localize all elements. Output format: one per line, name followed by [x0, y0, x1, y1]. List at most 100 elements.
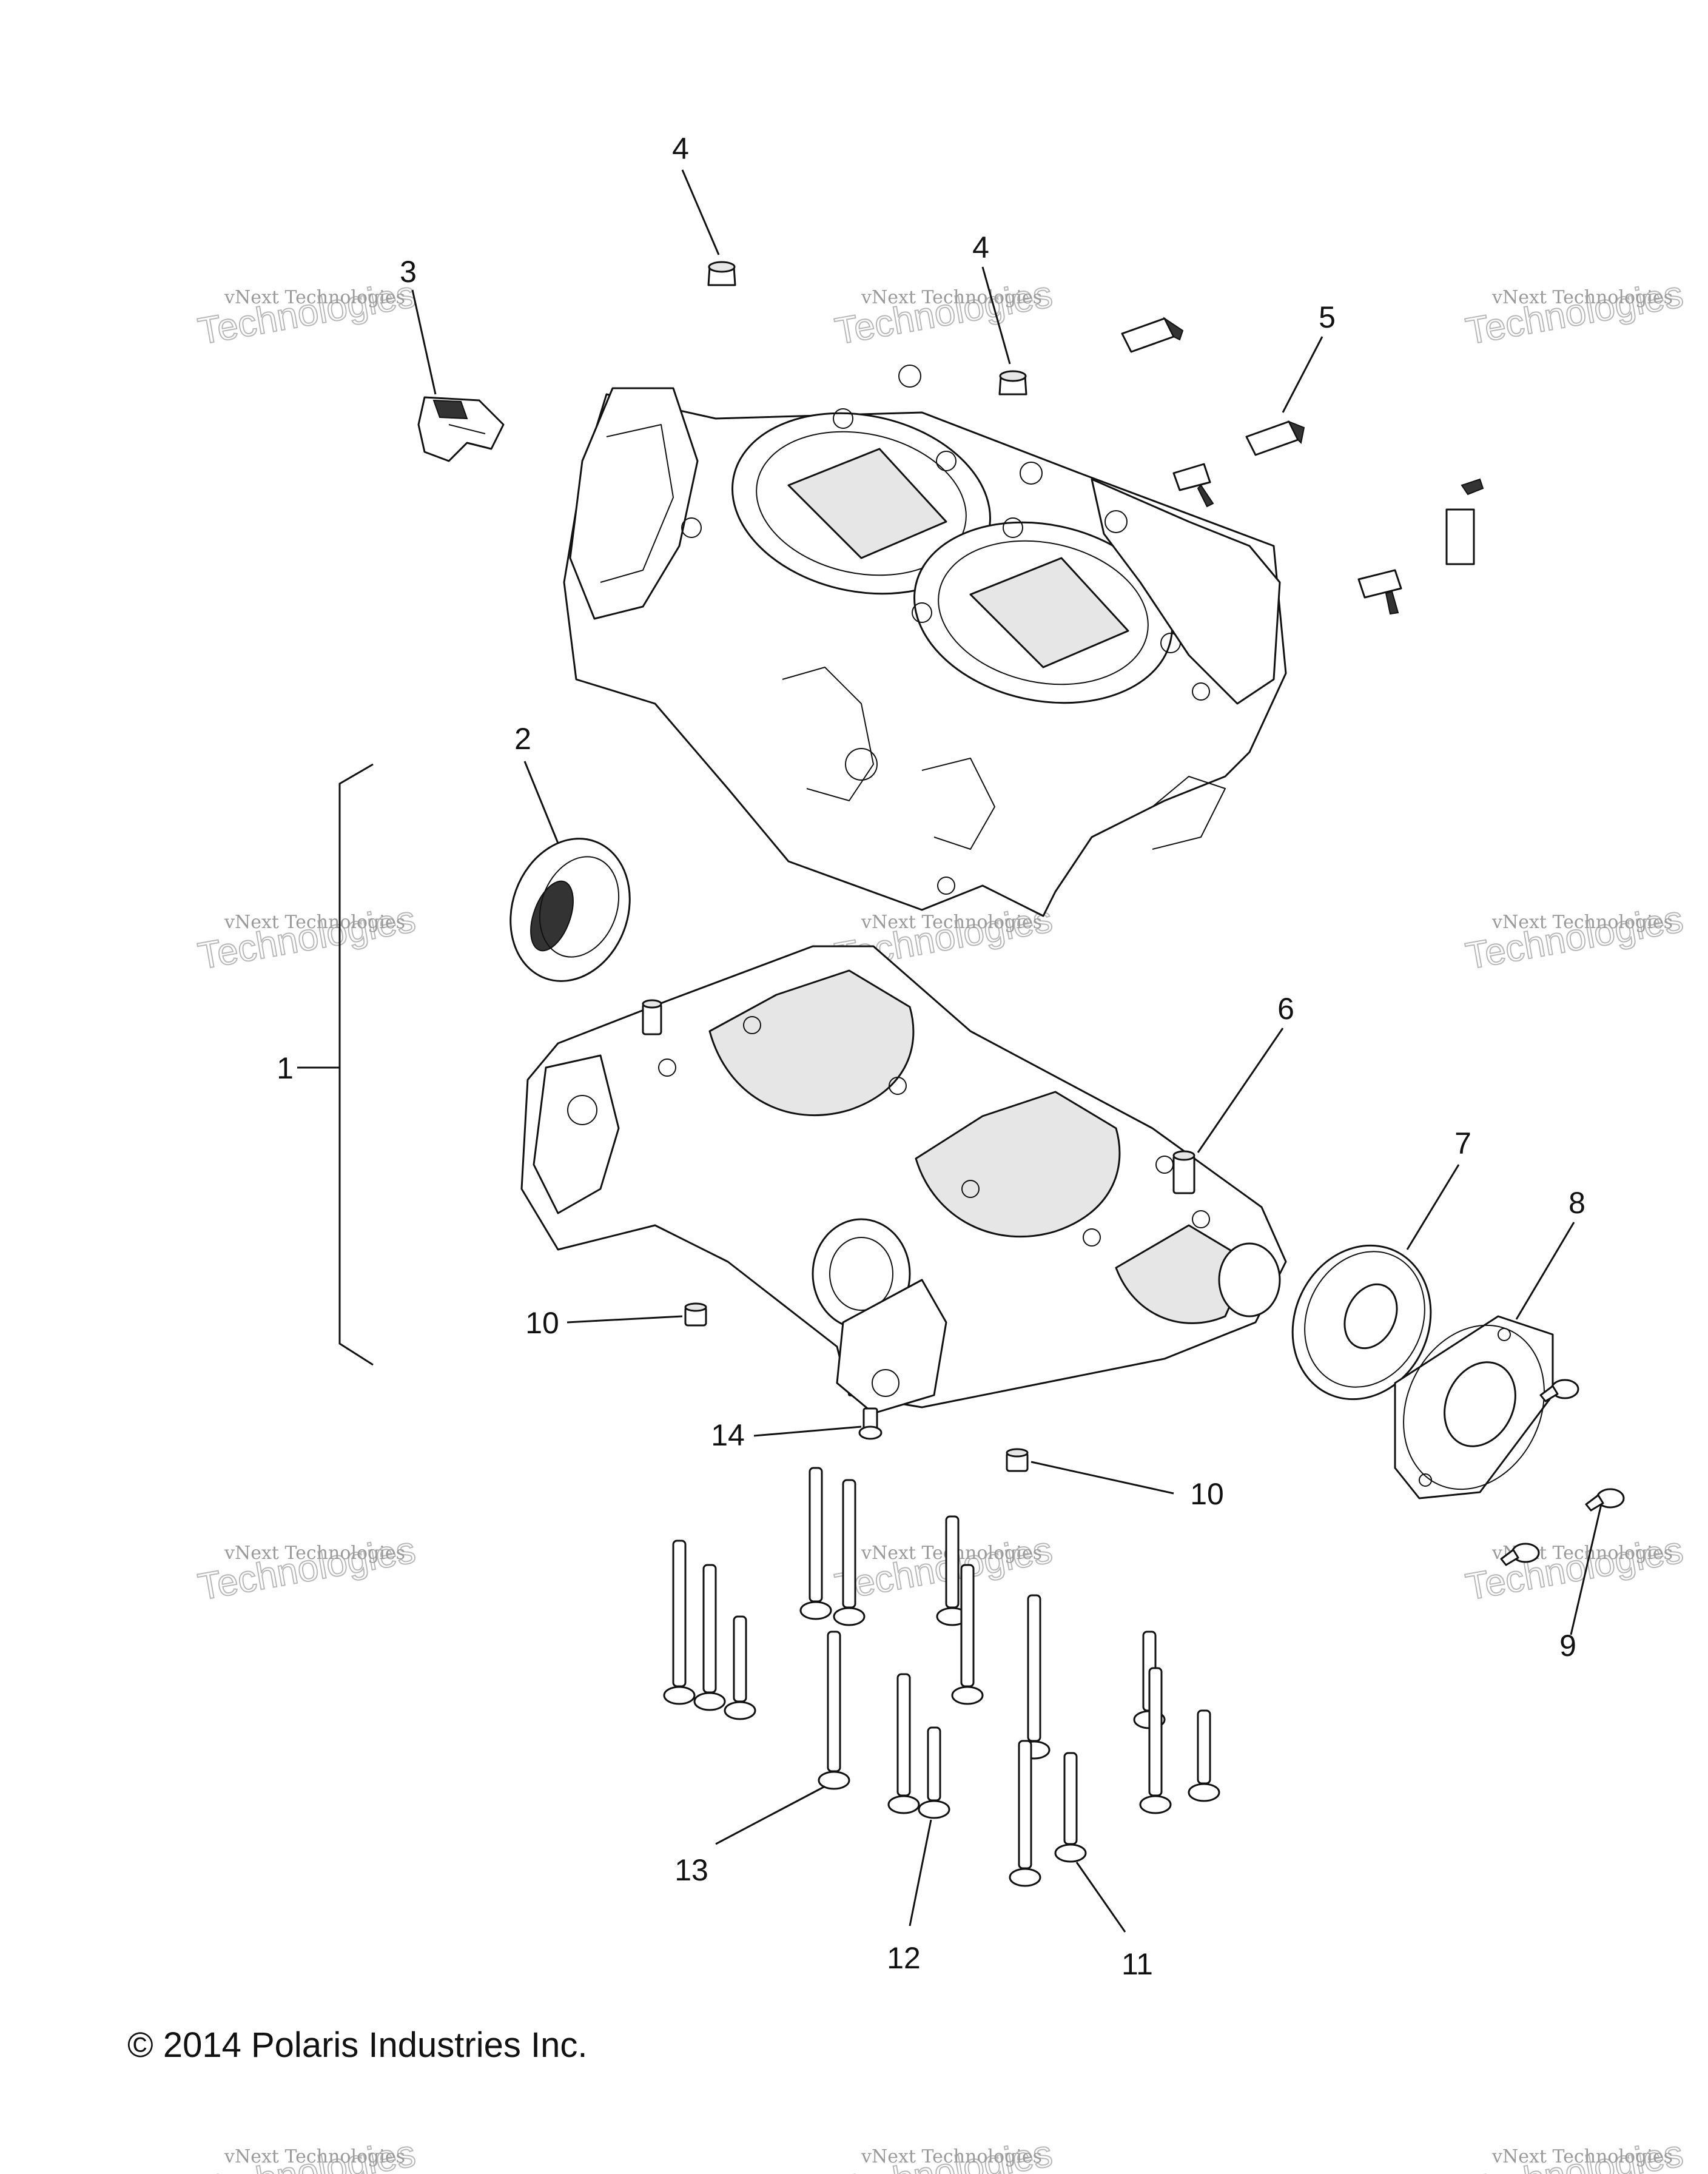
bolt-set-11 [1009, 1594, 1220, 1887]
leader-line [1197, 1028, 1284, 1153]
upper-crankcase-part [563, 365, 1287, 917]
watermark: Technologies vNext Technologies [1462, 273, 1687, 354]
callout-label: 10 [1190, 1477, 1224, 1511]
watermark: Technologies vNext Technologies [832, 273, 1056, 354]
svg-text:vNext Technologies: vNext Technologies [224, 2146, 405, 2167]
dowel-cap-part [707, 261, 736, 286]
leader-line [1515, 1222, 1575, 1320]
watermark: Technologies vNext Technologies [195, 898, 419, 978]
bolt-part [1054, 1752, 1087, 1863]
svg-text:vNext Technologies: vNext Technologies [861, 287, 1042, 308]
svg-text:vNext Technologies: vNext Technologies [224, 1543, 405, 1564]
bolt-part [1188, 1709, 1220, 1802]
bolt-part [663, 1540, 696, 1705]
svg-text:Technologies: Technologies [832, 274, 1055, 353]
svg-text:Technologies: Technologies [195, 1529, 419, 1609]
fitting-part [1445, 478, 1484, 565]
callout-label: 6 [1277, 992, 1294, 1026]
callout-label: 4 [972, 231, 989, 264]
fitting-part [1172, 463, 1214, 508]
bolt-part [1139, 1667, 1172, 1814]
callout-label: 14 [711, 1418, 745, 1452]
leader-line [1570, 1504, 1602, 1635]
assembly-bracket [338, 763, 374, 1366]
svg-text:vNext Technologies: vNext Technologies [861, 2146, 1042, 2167]
callout-label: 13 [674, 1853, 708, 1887]
screw-part [1500, 1543, 1540, 1566]
callout-label: 8 [1568, 1186, 1585, 1220]
leader-line [411, 289, 437, 395]
bracket-part [417, 396, 505, 462]
leader-line [1075, 1862, 1126, 1933]
svg-text:vNext Technologies: vNext Technologies [1491, 287, 1673, 308]
svg-text:vNext Technologies: vNext Technologies [861, 912, 1042, 933]
seal-disc-part [1291, 1244, 1432, 1401]
lower-crankcase-part [520, 945, 1287, 1415]
dowel-part [684, 1302, 707, 1327]
watermark: Technologies vNext Technologies [1462, 898, 1687, 978]
leader-line [567, 1315, 683, 1324]
leader-line [523, 761, 559, 844]
callout-label: 5 [1319, 300, 1336, 334]
bolt-part [918, 1726, 950, 1819]
callout-label: 7 [1454, 1126, 1471, 1160]
dowel-pin-part [642, 999, 662, 1035]
svg-text:vNext Technologies: vNext Technologies [1491, 912, 1673, 933]
bolt-part [936, 1515, 969, 1626]
svg-text:Technologies: Technologies [1463, 898, 1686, 978]
screw-part [1585, 1488, 1625, 1512]
leader-line [981, 266, 1011, 365]
watermark: Technologies vNext Technologies [195, 2132, 419, 2174]
callout-label: 10 [525, 1306, 559, 1340]
bolt-part [833, 1479, 866, 1626]
callout-label: 9 [1559, 1629, 1576, 1663]
bolt-part [1018, 1594, 1051, 1760]
leader-line [1031, 1461, 1174, 1495]
bolt-part [818, 1630, 850, 1790]
bolt-set-12 [887, 1515, 984, 1819]
screw-part [1539, 1379, 1579, 1402]
svg-text:Technologies: Technologies [1463, 1529, 1686, 1609]
watermark: Technologies vNext Technologies [1462, 1529, 1687, 1609]
dowel-pin-part [1172, 1150, 1195, 1194]
crank-seal-part [509, 838, 631, 982]
leader-line [909, 1819, 932, 1927]
leader-line [753, 1425, 862, 1437]
leader-line [681, 169, 720, 255]
watermark: Technologies vNext Technologies [832, 1529, 1056, 1609]
svg-text:vNext Technologies: vNext Technologies [224, 912, 405, 933]
bolt-part [693, 1564, 726, 1711]
svg-text:Technologies: Technologies [195, 898, 419, 978]
bolt-part [951, 1564, 984, 1705]
bolt-part [799, 1467, 832, 1620]
callout-label: 1 [277, 1051, 294, 1085]
svg-text:Technologies: Technologies [832, 1529, 1055, 1609]
callout-label: 2 [514, 722, 531, 756]
bolt-set-13 [663, 1467, 866, 1790]
svg-text:vNext Technologies: vNext Technologies [1491, 2146, 1673, 2167]
small-screw-part [858, 1407, 883, 1440]
leader-line [1406, 1164, 1460, 1250]
watermark: Technologies vNext Technologies [195, 1529, 419, 1609]
svg-text:vNext Technologies: vNext Technologies [224, 287, 405, 308]
callout-labels: 1 2 3 4 4 5 6 7 8 9 10 10 11 12 13 14 [277, 132, 1585, 1981]
bolt-part [1009, 1740, 1041, 1887]
fitting-part [1245, 420, 1305, 456]
callout-label: 3 [400, 255, 417, 289]
callout-label: 11 [1121, 1947, 1153, 1981]
callout-label: 12 [887, 1941, 921, 1975]
svg-text:Technologies: Technologies [1463, 274, 1686, 353]
leader-line [1282, 336, 1323, 413]
dowel-cap-part [998, 370, 1027, 395]
fitting-part [1121, 317, 1184, 353]
watermark: Technologies vNext Technologies [832, 2132, 1056, 2174]
bolt-part [887, 1673, 920, 1814]
copyright-notice: © 2014 Polaris Industries Inc. [127, 2025, 588, 2065]
fitting-part [1357, 569, 1402, 615]
leader-line [715, 1785, 825, 1845]
callout-label: 4 [672, 132, 689, 166]
svg-text:Technologies: Technologies [195, 274, 419, 353]
cover-plate-part [1394, 1315, 1554, 1499]
